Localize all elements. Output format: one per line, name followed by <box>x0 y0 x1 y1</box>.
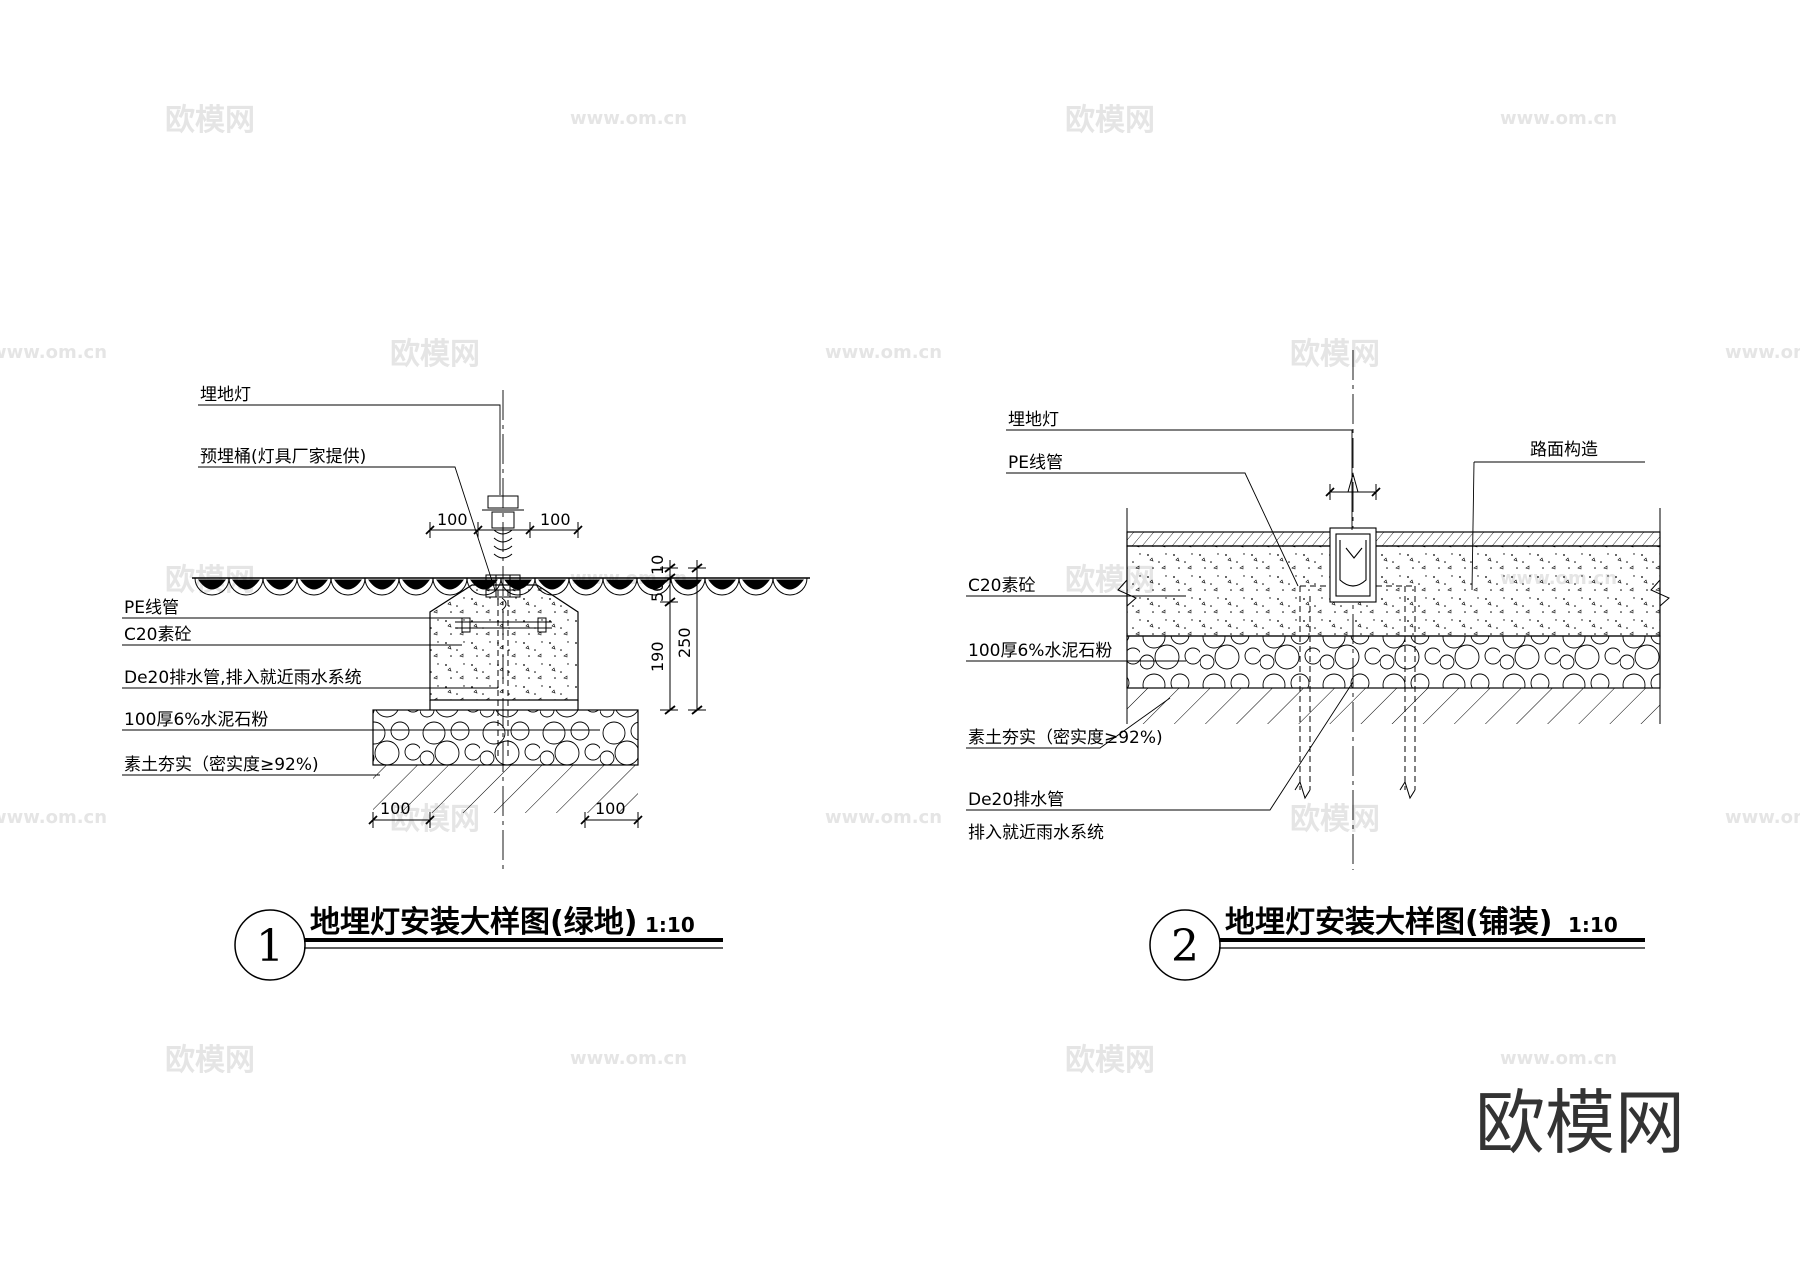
label-drain-2: 排入就近雨水系统 <box>968 823 1104 843</box>
label-drain: De20排水管,排入就近雨水系统 <box>124 668 362 688</box>
watermark-brand: 欧模网 <box>1290 337 1380 372</box>
label-soil: 素土夯实（密实度≥92%) <box>124 755 319 775</box>
watermark-url: www.om.cn <box>1500 1048 1617 1069</box>
label-bucket: 预埋桶(灯具厂家提供) <box>200 447 366 467</box>
watermark-brand: 欧模网 <box>165 1043 255 1078</box>
leader-lines <box>122 404 600 776</box>
detail-number-circle <box>234 909 306 981</box>
stone-powder-base <box>372 709 639 766</box>
compacted-soil-hatch <box>1127 688 1660 724</box>
watermark-url: www.om.cn <box>825 342 942 363</box>
dim-250: 250 <box>675 627 694 658</box>
label-pe-pipe: PE线管 <box>1008 453 1063 473</box>
watermark-url: www.om.cn <box>1725 807 1800 828</box>
watermark-brand: 欧模网 <box>1065 103 1155 138</box>
paving-surface-layer <box>1126 531 1661 547</box>
top-dimension <box>1325 472 1381 500</box>
brand-logo: 欧模网 <box>1475 1082 1685 1164</box>
label-c20: C20素砼 <box>968 576 1036 596</box>
bottom-dimension <box>368 812 643 828</box>
vertical-dimension <box>660 560 706 715</box>
stone-powder-layer <box>1126 635 1661 689</box>
detail-title: 地埋灯安装大样图(铺装) <box>1225 905 1552 940</box>
detail-2-title-block: 2 地埋灯安装大样图(铺装) 1:10 <box>1149 905 1645 981</box>
label-drain: De20排水管 <box>968 790 1064 810</box>
label-soil: 素土夯实（密实度≥92%) <box>968 728 1163 748</box>
watermark-brand: 欧模网 <box>1065 1043 1155 1078</box>
watermark-url: www.om.cn <box>570 1048 687 1069</box>
watermark-brand: 欧模网 <box>1290 802 1380 837</box>
top-dimension <box>425 522 583 538</box>
dim-top-left: 100 <box>437 510 468 529</box>
label-c20: C20素砼 <box>124 625 192 645</box>
watermark-brand: 欧模网 <box>390 337 480 372</box>
c20-concrete-layer <box>1126 545 1661 637</box>
label-lamp: 埋地灯 <box>200 385 251 405</box>
dim-bottom-left: 100 <box>380 799 411 818</box>
watermark-url: www.om.cn <box>1500 108 1617 129</box>
detail-title: 地埋灯安装大样图(绿地) <box>310 905 637 940</box>
dim-50: 50 <box>648 582 667 602</box>
label-lamp: 埋地灯 <box>1008 410 1059 430</box>
c20-concrete-block <box>429 584 579 701</box>
label-pe-pipe: PE线管 <box>124 598 179 618</box>
watermark-url: www.om.cn <box>570 108 687 129</box>
detail-2-labels: 埋地灯 PE线管 路面构造 C20素砼 100厚6%水泥石粉 素土夯实（密实度≥… <box>968 410 1598 843</box>
in-ground-lamp <box>482 495 524 611</box>
detail-1-title-block: 1 地埋灯安装大样图(绿地) 1:10 <box>234 905 723 981</box>
detail-number: 1 <box>256 921 284 972</box>
dim-bottom-right: 100 <box>595 799 626 818</box>
detail-number: 2 <box>1171 921 1199 972</box>
watermark-url: www.om.cn <box>1725 342 1800 363</box>
dim-190: 190 <box>648 641 667 672</box>
detail-number-circle <box>1149 909 1221 981</box>
detail-2-paving <box>966 350 1670 870</box>
detail-1-labels: 埋地灯 预埋桶(灯具厂家提供) PE线管 C20素砼 De20排水管,排入就近雨… <box>124 385 694 818</box>
drain-pipe <box>1299 585 1416 790</box>
dim-10: 10 <box>648 555 667 575</box>
detail-1-green-area <box>122 390 810 870</box>
label-stone: 100厚6%水泥石粉 <box>968 641 1112 661</box>
in-ground-lamp <box>1329 527 1377 603</box>
detail-scale: 1:10 <box>1568 913 1618 937</box>
watermark-brand: 欧模网 <box>165 103 255 138</box>
label-road: 路面构造 <box>1530 440 1598 460</box>
watermark-url: www.om.cn <box>0 807 107 828</box>
compacted-soil-hatch <box>373 765 638 813</box>
watermark-url: www.om.cn <box>825 807 942 828</box>
dim-top-right: 100 <box>540 510 571 529</box>
leader-lines <box>966 429 1645 811</box>
watermark-url: www.om.cn <box>0 342 107 363</box>
detail-scale: 1:10 <box>645 913 695 937</box>
label-stone: 100厚6%水泥石粉 <box>124 710 268 730</box>
